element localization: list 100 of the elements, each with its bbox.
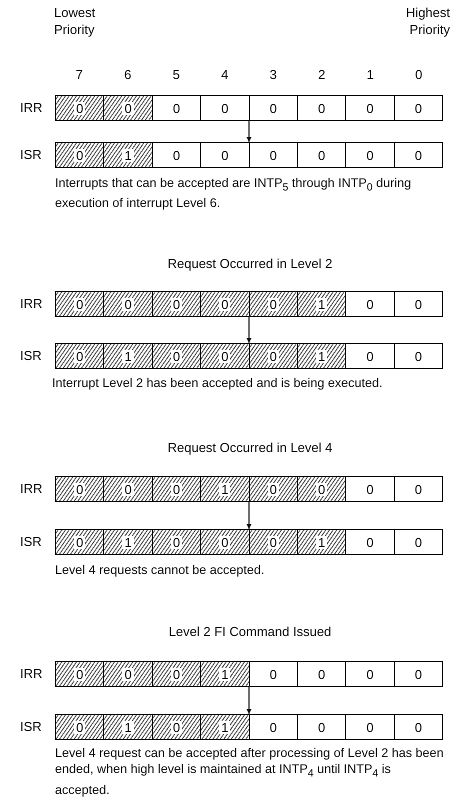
masked-register-cell: 1: [296, 344, 346, 368]
masked-register-cell: 0: [248, 530, 297, 554]
masked-register-cell: 1: [200, 477, 248, 501]
register-cell: 0: [296, 96, 346, 120]
masked-register-cell: 0: [103, 96, 152, 120]
register-cell: 0: [248, 715, 297, 739]
arrow: [246, 502, 252, 529]
masked-register-cell: 1: [103, 143, 152, 167]
register-cell: 0: [345, 477, 394, 501]
register-cell: 0: [345, 715, 394, 739]
priority-label: Lowest Priority: [54, 5, 96, 39]
masked-register-cell: 0: [56, 530, 104, 554]
masked-register-cell: 0: [56, 715, 104, 739]
bit-number: 0: [414, 67, 424, 84]
bit-number: 4: [220, 67, 230, 84]
register-name: IRR: [20, 666, 42, 683]
masked-register-cell: 1: [200, 715, 248, 739]
register-row: [55, 476, 443, 502]
masked-register-cell: 0: [56, 292, 104, 316]
register-cell: 0: [394, 477, 442, 501]
register-row: [55, 343, 443, 369]
caption-text: Level 4 requests cannot be accepted.: [55, 562, 266, 578]
masked-register-cell: 0: [200, 530, 248, 554]
register-cell: 0: [394, 662, 442, 686]
masked-register-cell: 0: [56, 143, 104, 167]
register-cell: 0: [394, 530, 442, 554]
masked-register-cell: 0: [152, 662, 200, 686]
masked-register-cell: 0: [152, 477, 200, 501]
panel-heading: Level 2 FI Command Issued: [168, 624, 332, 641]
masked-register-cell: 1: [296, 292, 346, 316]
masked-register-cell: 0: [200, 292, 248, 316]
register-row: [55, 95, 443, 121]
register-cell: 0: [394, 292, 442, 316]
masked-register-cell: 0: [248, 292, 297, 316]
panel-heading: Request Occurred in Level 2: [166, 256, 334, 273]
masked-register-cell: 0: [152, 715, 200, 739]
masked-register-cell: 0: [200, 344, 248, 368]
register-row: [55, 714, 443, 740]
masked-register-cell: 1: [103, 715, 152, 739]
masked-register-cell: 1: [103, 344, 152, 368]
masked-register-cell: 0: [56, 96, 104, 120]
masked-register-cell: 0: [248, 477, 297, 501]
register-cell: 0: [345, 662, 394, 686]
masked-register-cell: 0: [248, 344, 297, 368]
register-row: [55, 529, 443, 555]
register-row: [55, 142, 443, 168]
bit-number: 2: [317, 67, 326, 84]
register-cell: 0: [394, 143, 442, 167]
bit-number: 5: [172, 67, 181, 84]
register-cell: 0: [345, 530, 394, 554]
priority-label: Highest Priority: [404, 5, 450, 39]
register-cell: 0: [394, 96, 442, 120]
register-cell: 0: [296, 662, 346, 686]
register-cell: 0: [248, 662, 297, 686]
register-cell: 0: [394, 344, 442, 368]
register-cell: 0: [200, 143, 248, 167]
arrow: [246, 687, 252, 714]
masked-register-cell: 1: [103, 530, 152, 554]
masked-register-cell: 0: [103, 662, 152, 686]
register-name: ISR: [20, 719, 42, 736]
caption-text: Level 4 request can be accepted after processing of Level 2 has been ended, when high level is maintained at INTP$_{4}$ until INTP$_{4}$ is accepted.: [55, 745, 445, 798]
register-name: IRR: [20, 100, 42, 117]
register-name: ISR: [20, 348, 42, 365]
register-cell: 0: [200, 96, 248, 120]
masked-register-cell: 0: [56, 344, 104, 368]
register-cell: 0: [345, 292, 394, 316]
masked-register-cell: 0: [56, 662, 104, 686]
panel-heading: Request Occurred in Level 4: [166, 440, 334, 457]
register-cell: 0: [296, 143, 346, 167]
caption-text: Interrupt Level 2 has been accepted and is being executed.: [52, 375, 384, 392]
masked-register-cell: 0: [152, 292, 200, 316]
masked-register-cell: 0: [103, 477, 152, 501]
register-cell: 0: [394, 715, 442, 739]
arrow: [246, 317, 252, 343]
register-cell: 0: [152, 143, 200, 167]
register-cell: 0: [345, 344, 394, 368]
arrow: [246, 121, 252, 142]
bit-number: 7: [74, 67, 84, 84]
register-cell: 0: [345, 143, 394, 167]
bit-number: 1: [366, 67, 375, 84]
register-row: [55, 661, 443, 687]
masked-register-cell: 0: [296, 477, 346, 501]
register-name: ISR: [20, 147, 42, 164]
masked-register-cell: 0: [56, 477, 104, 501]
bit-number: 6: [123, 67, 132, 84]
masked-register-cell: 0: [152, 530, 200, 554]
masked-register-cell: 1: [200, 662, 248, 686]
register-cell: 0: [296, 715, 346, 739]
register-cell: 0: [248, 143, 297, 167]
masked-register-cell: 1: [296, 530, 346, 554]
register-row: [55, 291, 443, 317]
masked-register-cell: 0: [103, 292, 152, 316]
register-cell: 0: [152, 96, 200, 120]
register-cell: 0: [248, 96, 297, 120]
bit-number: 3: [268, 67, 278, 84]
register-name: ISR: [20, 534, 42, 551]
masked-register-cell: 0: [152, 344, 200, 368]
register-name: IRR: [20, 481, 42, 498]
register-cell: 0: [345, 96, 394, 120]
caption-text: Interrupts that can be accepted are INTP$_{5}$ through INTP$_{0}$ during execution of interrupt Level 6.: [55, 175, 412, 212]
